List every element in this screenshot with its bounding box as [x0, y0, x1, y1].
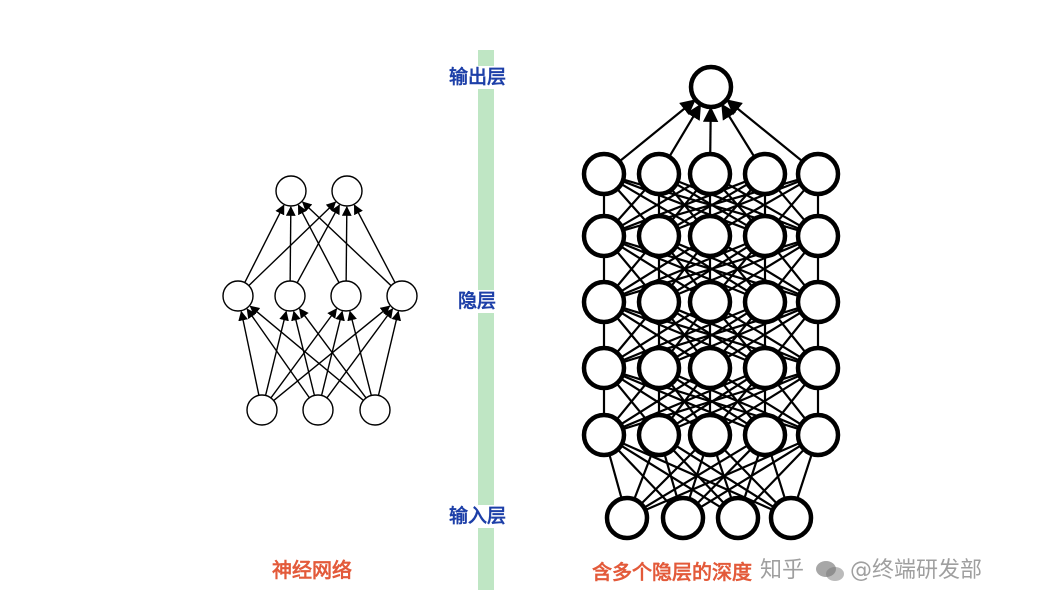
shallow-network-caption: 神经网络 [272, 558, 352, 582]
connection-arrow [238, 310, 260, 396]
connection-arrow [727, 246, 802, 293]
neuron-node [581, 279, 627, 325]
neuron-node [795, 345, 841, 391]
neuron-node [795, 412, 841, 458]
connection-arrow [616, 383, 648, 421]
neuron-node [275, 175, 307, 207]
connection-arrow [721, 103, 756, 158]
neuron-node [742, 151, 788, 197]
connection-arrow [298, 308, 367, 399]
neuron-node [687, 279, 733, 325]
connection-arrow [727, 378, 802, 426]
connection-arrow [608, 454, 623, 500]
neuron-node [768, 495, 814, 541]
output-layer-label: 输出层 [446, 66, 510, 89]
input-layer-label: 输入层 [446, 505, 510, 528]
neuron-node [222, 280, 254, 312]
connection-arrow [618, 99, 696, 163]
neuron-node [581, 345, 627, 391]
connection-arrow [297, 204, 340, 284]
connection-arrow [777, 383, 807, 420]
connection-arrow [621, 312, 694, 359]
connection-arrow [621, 246, 694, 293]
wechat-icon [816, 561, 844, 581]
neuron-node [687, 412, 733, 458]
connection-arrow [727, 312, 802, 359]
neuron-node [795, 151, 841, 197]
watermark-platform: 知乎 [760, 558, 805, 583]
neuron-node [687, 151, 733, 197]
connection-arrow [616, 317, 648, 354]
neuron-node [687, 345, 733, 391]
connection-arrow [702, 106, 719, 155]
connection-arrow [301, 201, 392, 287]
connection-arrow [777, 251, 807, 288]
neuron-node [636, 345, 682, 391]
connection-arrow [770, 454, 787, 500]
hidden-layer-label: 隐层 [455, 290, 500, 313]
connection-arrow [347, 310, 372, 396]
neuron-node [795, 279, 841, 325]
neuron-node [359, 394, 391, 426]
neuron-node [246, 394, 278, 426]
neuron-node [688, 64, 734, 110]
neuron-node [715, 495, 761, 541]
neuron-node [386, 280, 418, 312]
connection-arrow [796, 454, 813, 500]
connection-arrow [621, 445, 722, 509]
connection-arrow [246, 308, 310, 399]
neuron-node [660, 495, 706, 541]
connection-arrow [320, 310, 345, 396]
connection-arrow [264, 310, 289, 396]
connection-arrow [727, 183, 802, 227]
layer-divider [478, 50, 494, 590]
connection-arrow [726, 99, 804, 163]
connection-arrow [285, 206, 296, 282]
neuron-node [636, 279, 682, 325]
connection-arrow [249, 305, 364, 401]
connection-arrow [377, 310, 402, 396]
neuron-node [742, 412, 788, 458]
neuron-node [742, 213, 788, 259]
connection-arrow [244, 204, 285, 283]
neuron-node [636, 151, 682, 197]
neuron-node [330, 280, 362, 312]
connection-arrow [616, 251, 648, 288]
neuron-node [604, 495, 650, 541]
connection-arrow [676, 445, 775, 509]
connection-arrow [617, 188, 647, 222]
neuron-node [687, 213, 733, 259]
connection-arrow [723, 449, 778, 505]
neuron-node [742, 279, 788, 325]
connection-arrow [291, 310, 316, 396]
connection-arrow [621, 183, 694, 227]
connection-arrow [248, 201, 337, 287]
connection-arrow [353, 204, 396, 284]
watermark-account: @终端研发部 [850, 558, 983, 583]
neuron-node [302, 394, 334, 426]
connection-arrow [668, 103, 702, 158]
neuron-node [581, 213, 627, 259]
connection-arrow [621, 378, 694, 426]
connection-arrow [640, 449, 696, 505]
neuron-node [274, 280, 306, 312]
deep-network-caption: 含多个隐层的深度 [592, 560, 752, 584]
shallow-neural-network [222, 175, 418, 426]
connection-arrow [326, 308, 394, 399]
connection-arrow [617, 449, 671, 505]
neuron-node [795, 213, 841, 259]
connection-arrow [622, 375, 747, 429]
connection-arrow [777, 189, 806, 222]
neuron-node [581, 412, 627, 458]
neuron-node [742, 345, 788, 391]
neuron-node [331, 175, 363, 207]
connection-arrow [777, 317, 807, 354]
neuron-node [581, 151, 627, 197]
deep-neural-network [581, 64, 841, 541]
neuron-node [636, 213, 682, 259]
neuron-node [636, 412, 682, 458]
